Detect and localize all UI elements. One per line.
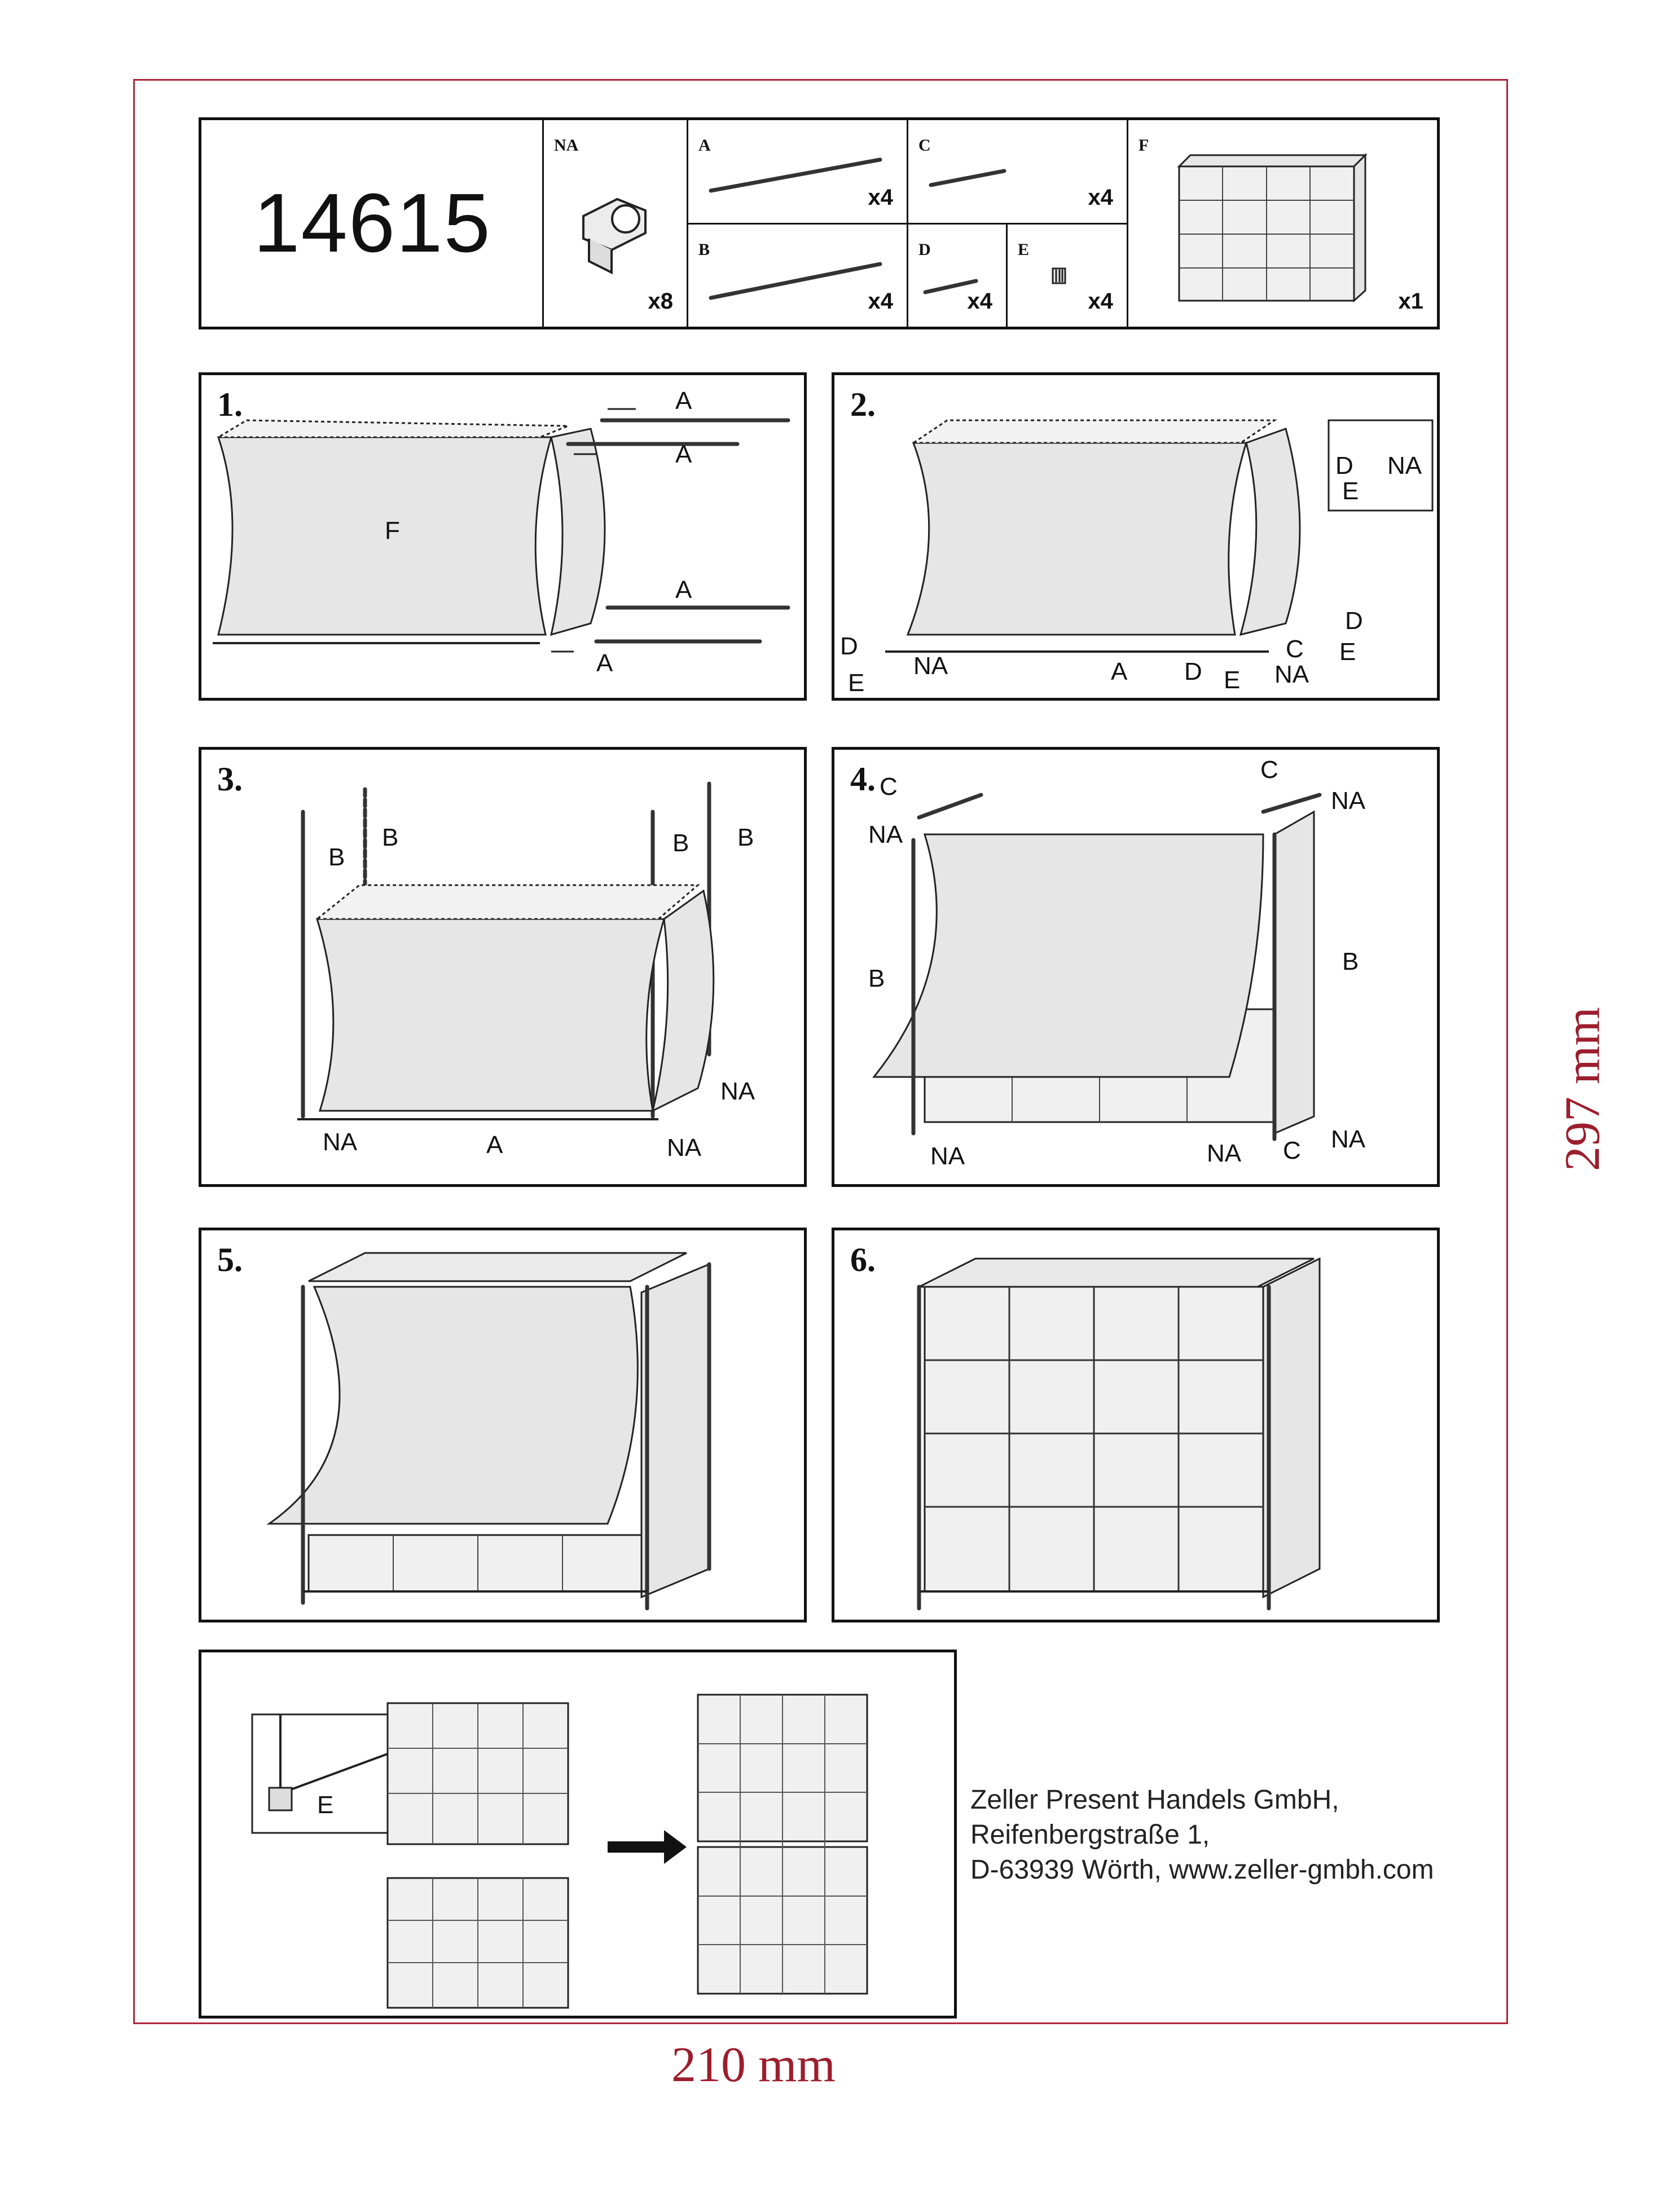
label-b: B [672,829,689,857]
page-border [133,79,1508,2024]
step-5-illustration [266,1252,711,1611]
step-2-panel: 2. D NA E D E NA A D E C NA D E [832,372,1440,701]
foot-cap-icon [1052,267,1066,284]
label-e: E [1224,666,1240,694]
label-na: NA [1274,661,1309,688]
stacking-illustration: E [251,1694,868,2009]
step-1-illustration: A A A A F [213,387,790,677]
step-3-illustration: B B B B NA NA NA A [297,781,755,1162]
step-4-illustration: C C NA NA B B NA NA C NA [868,756,1366,1170]
label-a: A [675,441,692,468]
step-number: 3. [217,760,243,798]
part-letter: A [698,136,711,155]
label-d: D [1184,658,1202,685]
part-quantity: x4 [868,289,894,314]
label-a: A [596,649,613,677]
part-c-cell: C x4 [907,120,1127,223]
step-5-panel: 5. [199,1228,807,1622]
label-e: E [1339,638,1356,666]
part-quantity: x4 [868,185,894,210]
rod-a-icon [709,157,882,193]
part-quantity: x8 [648,289,674,314]
label-na: NA [868,821,903,848]
step-number: 5. [217,1241,243,1278]
step-number: 2. [850,386,876,423]
part-letter: D [918,240,931,259]
part-letter: C [918,136,931,155]
label-b: B [1342,948,1359,975]
label-a: A [1111,658,1128,685]
label-f: F [385,517,400,544]
label-na: NA [1387,452,1422,480]
parts-table: 14615 NA x8 A x4 B x4 C x4 D x4 [199,117,1440,329]
label-d: D [1335,452,1353,480]
step-1-panel: 1. A A A A F [199,372,807,701]
part-a-cell: A x4 [687,120,907,223]
part-letter: NA [554,136,579,155]
step-6-panel: 6. [832,1228,1440,1622]
part-d-cell: D x4 [907,223,1006,327]
part-quantity: x4 [967,289,993,314]
label-e: E [1342,477,1359,505]
step-number: 6. [850,1241,876,1278]
article-number: 14615 [253,177,491,270]
label-c: C [880,773,898,801]
company-address: Zeller Present Handels GmbH, Reifenbergs… [970,1783,1434,1888]
label-na: NA [913,652,948,680]
rod-d-icon [923,279,978,294]
width-dimension: 210 mm [671,2038,836,2092]
part-letter: E [1018,240,1030,259]
label-d: D [1345,607,1363,635]
step-4-panel: 4. C C NA NA B B NA NA C NA [832,747,1440,1187]
step-2-illustration: D NA E D E NA A D E C NA D E [840,419,1434,697]
label-a: A [486,1131,503,1159]
label-a: A [675,576,692,604]
company-name: Zeller Present Handels GmbH, [970,1785,1339,1815]
company-street: Reifenbergstraße 1, [970,1820,1210,1850]
label-na: NA [667,1134,702,1162]
part-letter: F [1138,136,1149,155]
stacking-panel: E [199,1650,957,2018]
label-b: B [382,824,398,851]
label-na: NA [323,1128,358,1156]
part-letter: B [698,240,710,259]
shelf-organizer-icon [1177,153,1368,303]
label-b: B [328,843,345,871]
label-na: NA [1207,1140,1242,1167]
label-d: D [840,632,858,660]
label-a: A [675,387,692,415]
height-dimension: 297 mm [1555,1007,1610,1171]
part-b-cell: B x4 [687,223,907,327]
label-b: B [737,824,754,851]
part-f-cell: F x1 [1127,120,1437,327]
company-city: D-63939 Wörth, www.zeller-gmbh.com [970,1855,1434,1885]
label-e: E [848,669,864,697]
label-na: NA [930,1142,965,1170]
rod-b-icon [709,262,882,300]
step-number: 1. [217,386,243,423]
label-b: B [868,965,885,992]
step-number: 4. [850,760,876,798]
label-na: NA [720,1078,755,1105]
label-c: C [1286,635,1304,663]
rod-c-icon [929,169,1006,187]
part-quantity: x4 [1088,185,1114,210]
label-c: C [1260,756,1278,784]
step-6-illustration [917,1257,1321,1611]
label-c: C [1283,1137,1301,1164]
part-e-cell: E x4 [1006,223,1127,327]
step-3-panel: 3. B B B B NA NA NA A [199,747,807,1187]
label-e: E [317,1791,333,1819]
label-na: NA [1331,1125,1366,1153]
part-na-cell: NA x8 [542,120,687,327]
connector-icon [582,197,647,275]
part-quantity: x4 [1088,289,1114,314]
label-na: NA [1331,787,1366,815]
part-quantity: x1 [1398,289,1424,314]
